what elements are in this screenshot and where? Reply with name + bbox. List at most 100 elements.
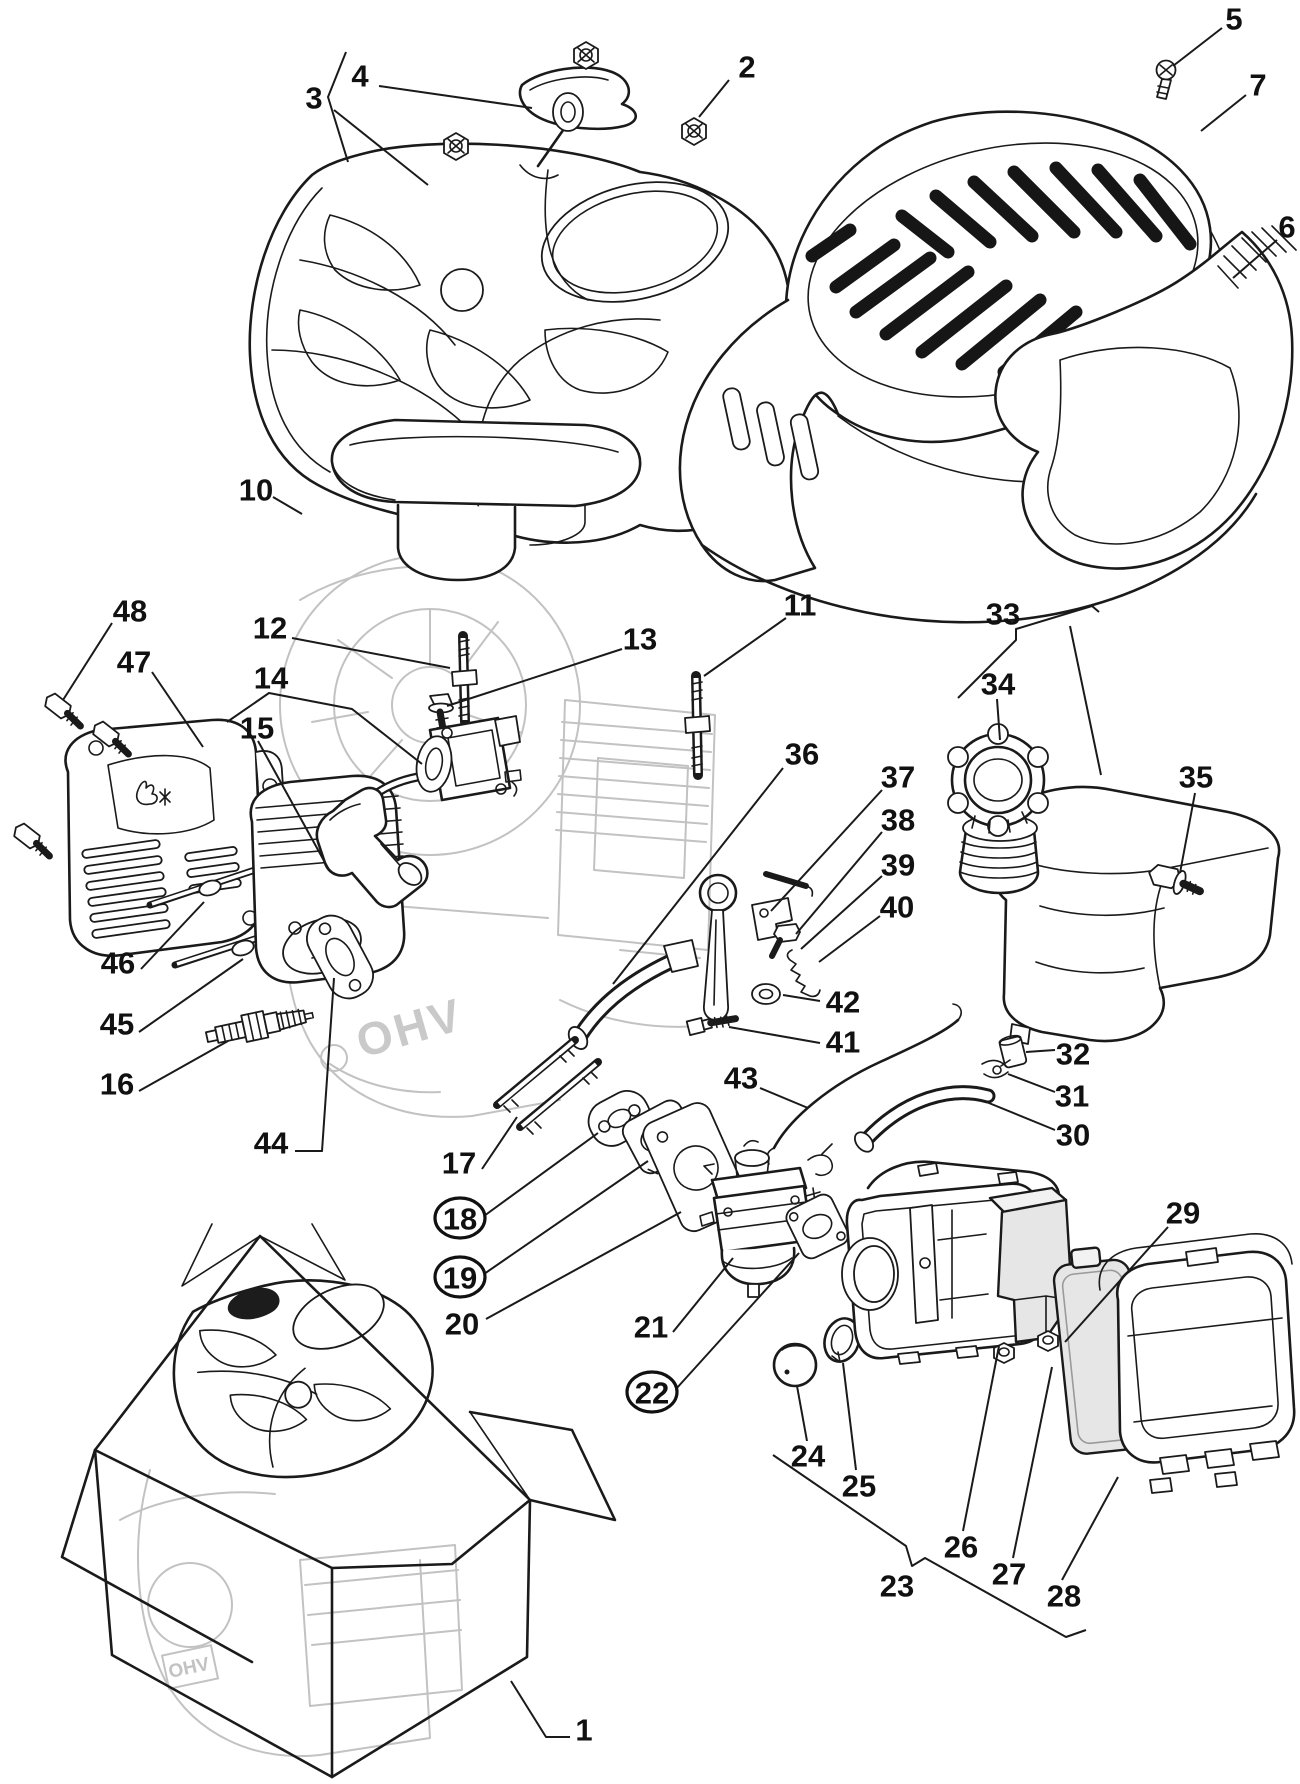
leader-3	[327, 51, 349, 163]
callout-7: 7	[1249, 68, 1266, 103]
leader-29	[1064, 1226, 1169, 1343]
flange-nut	[573, 41, 599, 70]
leader-31	[1007, 1073, 1056, 1093]
governor-bracket	[751, 897, 793, 941]
guard-bolt	[13, 822, 53, 860]
air-filter-cover	[1098, 1233, 1296, 1494]
callout-40: 40	[880, 890, 914, 925]
stud	[684, 671, 711, 780]
callout-4: 4	[351, 59, 369, 94]
callout-48: 48	[113, 594, 147, 629]
spark-plug	[205, 1008, 315, 1044]
callout-16: 16	[100, 1067, 134, 1102]
flange-nut	[681, 117, 707, 146]
leader-17	[481, 1116, 518, 1170]
callout-17: 17	[442, 1146, 476, 1181]
leader-14	[226, 692, 423, 765]
leader-46	[140, 901, 205, 970]
callout-41: 41	[826, 1025, 860, 1060]
leader-20	[485, 1211, 682, 1320]
exhaust-gasket	[306, 914, 374, 1000]
stud	[451, 631, 478, 727]
dipstick	[698, 873, 738, 1021]
boxed-engine-top	[172, 1279, 434, 1479]
callout-27: 27	[992, 1557, 1026, 1592]
leader-13	[446, 648, 623, 707]
boxed-engine-faint: OHV	[119, 1469, 463, 1757]
leader-40	[818, 915, 881, 963]
fuel-hose	[853, 1085, 996, 1153]
boxed-engine-ohv-marking: OHV	[167, 1654, 212, 1683]
callout-26: 26	[944, 1530, 978, 1565]
leader-22	[675, 1252, 800, 1390]
leader-47	[151, 671, 204, 748]
leader-34	[996, 698, 1001, 741]
leader-45	[138, 958, 244, 1033]
callout-21: 21	[634, 1310, 668, 1345]
flange-nut	[443, 132, 469, 161]
callout-33: 33	[986, 597, 1020, 632]
leader-39	[800, 875, 883, 950]
callout-29: 29	[1166, 1196, 1200, 1231]
leader-27	[1012, 1366, 1053, 1559]
screw	[1155, 59, 1177, 100]
leader-28	[1061, 1476, 1119, 1581]
leader-42	[782, 994, 821, 1002]
air-filter-element	[988, 1186, 1074, 1344]
callout-28: 28	[1047, 1579, 1081, 1614]
callout-ring-22	[625, 1370, 679, 1414]
leader-2	[698, 79, 730, 118]
hose-clamp	[981, 1059, 1011, 1079]
shoulder-screw	[685, 1014, 739, 1037]
leader-32	[1025, 1049, 1056, 1053]
leader-4	[378, 85, 533, 109]
callout-47: 47	[117, 645, 151, 680]
callout-38: 38	[881, 803, 915, 838]
callout-1: 1	[575, 1713, 592, 1748]
callout-19: 19	[443, 1261, 477, 1296]
callout-6: 6	[1278, 210, 1295, 245]
callout-32: 32	[1056, 1037, 1090, 1072]
muffler-guard	[64, 718, 285, 958]
leader-44	[295, 977, 335, 1152]
ignition-coil	[355, 715, 522, 813]
primer-bulb	[772, 1342, 818, 1388]
leader-26	[962, 1345, 1000, 1532]
leader-1	[510, 1680, 570, 1738]
leader-16	[138, 1040, 229, 1092]
callout-3: 3	[305, 81, 322, 116]
leader-15	[257, 740, 329, 869]
leader-25	[842, 1362, 857, 1471]
leader-33	[957, 605, 1100, 699]
callout-44: 44	[254, 1126, 289, 1161]
leader-5	[1172, 27, 1223, 67]
callout-42: 42	[826, 985, 860, 1020]
callout-22: 22	[635, 1376, 669, 1411]
leader-37	[770, 789, 883, 912]
leader-19	[483, 1160, 649, 1275]
callout-25: 25	[842, 1469, 876, 1504]
callout-20: 20	[445, 1307, 479, 1342]
callout-45: 45	[100, 1007, 134, 1042]
leader-3	[333, 109, 429, 186]
governor-spring	[786, 949, 821, 998]
airbox-gasket	[785, 1193, 850, 1260]
callout-31: 31	[1055, 1079, 1089, 1114]
callout-23: 23	[880, 1569, 914, 1604]
callout-35: 35	[1179, 760, 1213, 795]
callout-5: 5	[1225, 2, 1242, 37]
callout-13: 13	[623, 622, 657, 657]
leader-33	[1069, 625, 1102, 776]
leader-7	[1200, 94, 1247, 132]
guard-bolt	[92, 720, 132, 758]
callout-ring-19	[433, 1255, 487, 1299]
grommet	[751, 983, 781, 1005]
callout-34: 34	[981, 667, 1016, 702]
tank-bolt	[1148, 864, 1204, 896]
breather-tube	[567, 939, 699, 1050]
shipping-box: OHV	[60, 1223, 617, 1779]
leader-10	[272, 496, 303, 515]
